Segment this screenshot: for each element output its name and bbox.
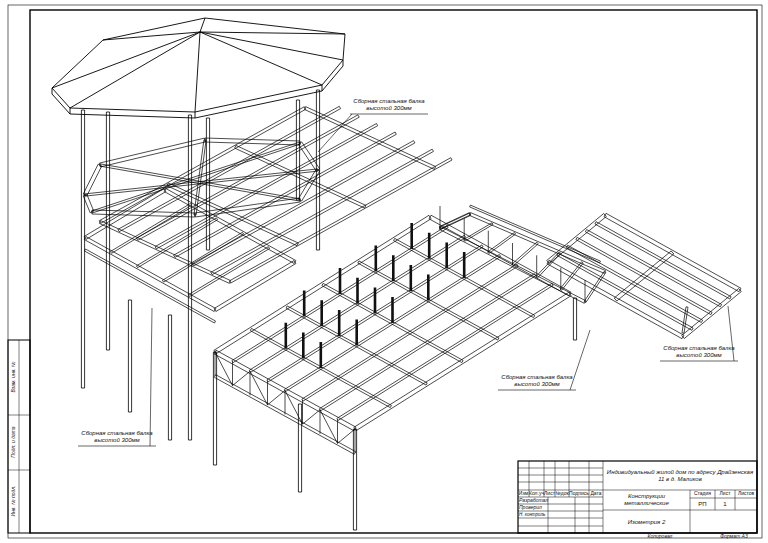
steel-column	[81, 90, 576, 530]
callout-label: Сборная стальная балка высотой 300мм	[78, 430, 156, 444]
leader-line	[660, 306, 738, 361]
side-stamp-grid	[8, 340, 30, 533]
middle-platform-beams	[214, 215, 571, 454]
outer-border	[8, 5, 762, 538]
title-block-cell: Разработал	[519, 497, 548, 504]
title-block-cell: Кол.уч	[529, 490, 544, 497]
gazebo-roof	[52, 18, 345, 118]
sheet-frame	[30, 10, 757, 533]
stamp-label: Взам. инв. №	[9, 341, 19, 413]
title-block-border	[518, 461, 757, 533]
leader-line	[498, 330, 590, 390]
right-grid-beams	[547, 213, 742, 338]
title-block-cell: Лист	[544, 490, 555, 497]
leader-lines	[78, 114, 738, 446]
callout-label: Сборная стальная балка высотой 300мм	[660, 345, 738, 359]
drawing-name: Изометрия 2	[605, 512, 688, 532]
title-block-cell: Формат А3	[712, 533, 756, 540]
title-block-cell: Изм	[518, 490, 529, 497]
stamp-label: Инв. № подл.	[9, 471, 19, 531]
lower-platform-beams	[84, 189, 296, 324]
callout-label: Сборная стальная балка высотой 300мм	[498, 374, 576, 388]
structure-isometry	[52, 18, 741, 530]
steel-post	[286, 223, 464, 368]
sheet-title: Конструкции металлические	[605, 491, 688, 509]
leader-line	[318, 114, 428, 152]
stamp-label: Подп. и дата	[9, 416, 19, 468]
project-title: Индивидуальный жилой дом по адресу Драйз…	[605, 464, 755, 488]
title-block-cell: Дата	[589, 490, 603, 497]
sloped-frame-beams	[99, 106, 452, 283]
bridge-beams	[439, 205, 606, 303]
title-block-cell: 1	[715, 498, 735, 510]
title-block-cell: Проверил	[519, 504, 548, 511]
title-block-cell: №док	[555, 490, 569, 497]
title-block-cell: РП	[690, 498, 715, 510]
title-block-grid	[518, 461, 757, 533]
title-block-cell: Листов	[735, 490, 757, 498]
title-block-cell: Копировал	[640, 533, 680, 540]
side-stamp-border	[8, 340, 30, 533]
side-stamp	[8, 340, 30, 533]
title-block-cell: Н. контроль	[519, 511, 548, 518]
leader-line	[78, 308, 156, 446]
title-block	[518, 461, 757, 533]
title-block-cell: Стадия	[690, 490, 715, 498]
callout-label: Сборная стальная балка высотой 300мм	[350, 98, 428, 112]
title-block-cell: Подпись	[569, 490, 589, 497]
title-block-cell: Лист	[715, 490, 735, 498]
